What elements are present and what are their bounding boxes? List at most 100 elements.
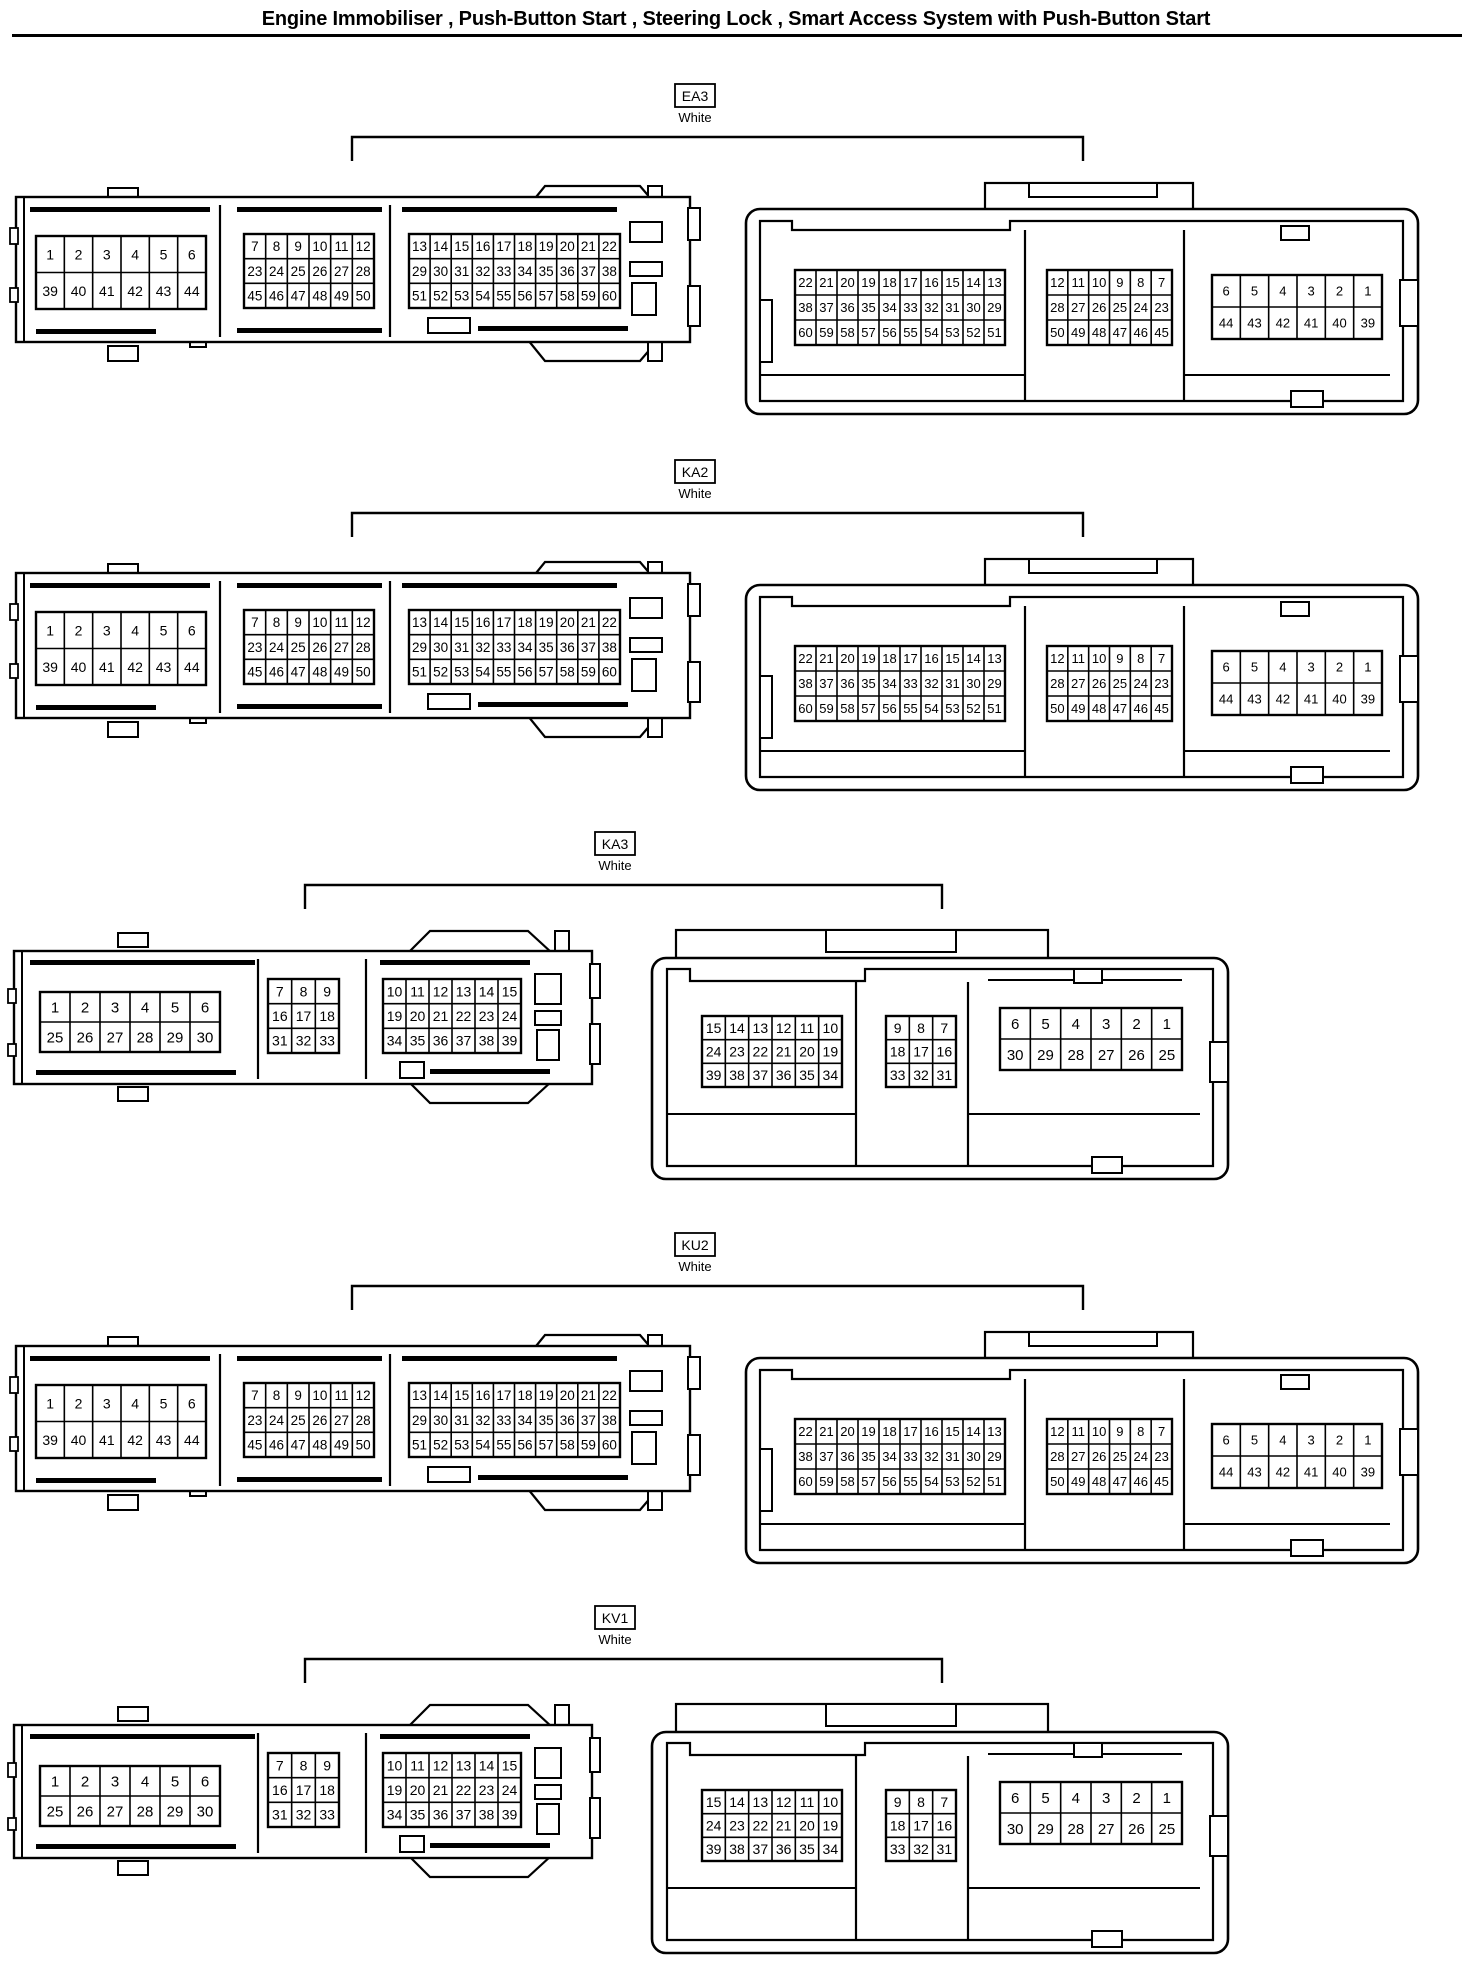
pin-number: 5 — [1251, 284, 1258, 299]
pin-number: 43 — [156, 283, 172, 299]
pin-number: 26 — [77, 1029, 94, 1046]
pin-number: 4 — [1072, 1016, 1080, 1033]
pin-number: 41 — [99, 283, 115, 299]
pin-number: 28 — [356, 1413, 371, 1428]
pin-number: 2 — [81, 1773, 89, 1790]
pin-number: 42 — [127, 659, 143, 675]
pin-number: 40 — [71, 659, 87, 675]
pin-number: 37 — [581, 1413, 596, 1428]
pin-number: 29 — [1037, 1047, 1054, 1064]
pin-number: 37 — [819, 1449, 833, 1464]
pin-number: 4 — [1279, 660, 1286, 675]
housing-outline — [9, 1376, 19, 1394]
pin-number: 3 — [103, 246, 111, 262]
pin-number: 7 — [1158, 651, 1165, 666]
housing-outline — [9, 287, 19, 303]
pin-number: 55 — [496, 289, 511, 304]
pin-number: 3 — [1308, 1433, 1315, 1448]
pin-number: 22 — [753, 1044, 769, 1060]
pin-number: 29 — [412, 264, 427, 279]
pin-number: 12 — [356, 239, 371, 254]
pin-number: 14 — [966, 1424, 980, 1439]
pin-number: 23 — [1154, 676, 1168, 691]
housing-outline — [405, 929, 555, 955]
pin-number: 2 — [81, 999, 89, 1016]
pin-number: 56 — [882, 1474, 896, 1489]
pin-number: 31 — [454, 640, 469, 655]
pin-number: 31 — [272, 1033, 288, 1049]
pin-number: 47 — [291, 665, 306, 680]
pin-number: 14 — [729, 1794, 745, 1810]
pin-number: 2 — [1336, 660, 1343, 675]
pin-number: 11 — [334, 1388, 348, 1403]
pin-number: 41 — [99, 659, 115, 675]
housing-outline — [1280, 601, 1310, 617]
housing-outline — [759, 1448, 773, 1512]
housing-outline — [687, 207, 701, 241]
pin-number: 15 — [945, 275, 959, 290]
pin-number: 45 — [247, 1438, 262, 1453]
pin-number: 10 — [312, 1388, 327, 1403]
pin-number: 49 — [1071, 701, 1085, 716]
pin-number: 2 — [1132, 1016, 1140, 1033]
pin-number: 24 — [706, 1044, 722, 1060]
pin-number: 34 — [518, 640, 534, 655]
pin-number: 31 — [454, 1413, 469, 1428]
pin-number: 36 — [560, 640, 575, 655]
pin-number: 30 — [433, 264, 448, 279]
pin-number: 57 — [539, 1438, 554, 1453]
pin-number: 15 — [945, 651, 959, 666]
pin-number: 15 — [945, 1424, 959, 1439]
pin-number: 36 — [433, 1033, 449, 1049]
housing-outline — [117, 1086, 149, 1102]
pin-number: 19 — [861, 1424, 875, 1439]
housing-outline — [589, 963, 601, 999]
housing-slot — [30, 960, 250, 965]
connector-id: KA3 — [602, 836, 629, 852]
pin-number: 34 — [518, 264, 534, 279]
pin-number: 20 — [840, 651, 854, 666]
housing-outline — [399, 1835, 425, 1853]
housing-outline — [631, 282, 657, 316]
pin-number: 10 — [823, 1794, 839, 1810]
pin-number: 8 — [917, 1020, 925, 1036]
pin-number: 12 — [776, 1794, 792, 1810]
housing-outline — [629, 1410, 663, 1426]
pin-number: 25 — [291, 264, 306, 279]
pin-number: 5 — [160, 246, 168, 262]
pin-number: 47 — [1113, 701, 1127, 716]
pin-number: 9 — [294, 615, 302, 630]
pin-number: 12 — [356, 615, 371, 630]
housing-slot — [478, 326, 628, 331]
pin-number: 2 — [1336, 284, 1343, 299]
pin-number: 32 — [913, 1067, 929, 1083]
pin-number: 22 — [602, 239, 617, 254]
pin-number: 38 — [602, 640, 617, 655]
connector-id-box — [674, 83, 716, 108]
pin-number: 4 — [1279, 284, 1286, 299]
housing-outline — [759, 675, 773, 739]
pin-number: 1 — [51, 999, 59, 1016]
pin-number: 28 — [356, 264, 371, 279]
pin-number: 60 — [602, 289, 617, 304]
pin-number: 18 — [319, 1782, 335, 1798]
pin-number: 55 — [903, 325, 917, 340]
pin-number: 17 — [296, 1782, 312, 1798]
pin-number: 49 — [334, 1438, 349, 1453]
pin-number: 56 — [518, 289, 533, 304]
pin-number: 22 — [798, 275, 812, 290]
pin-number: 6 — [1223, 660, 1230, 675]
pin-number: 11 — [410, 1757, 425, 1773]
pin-number: 23 — [247, 640, 262, 655]
pin-number: 43 — [1247, 316, 1261, 331]
